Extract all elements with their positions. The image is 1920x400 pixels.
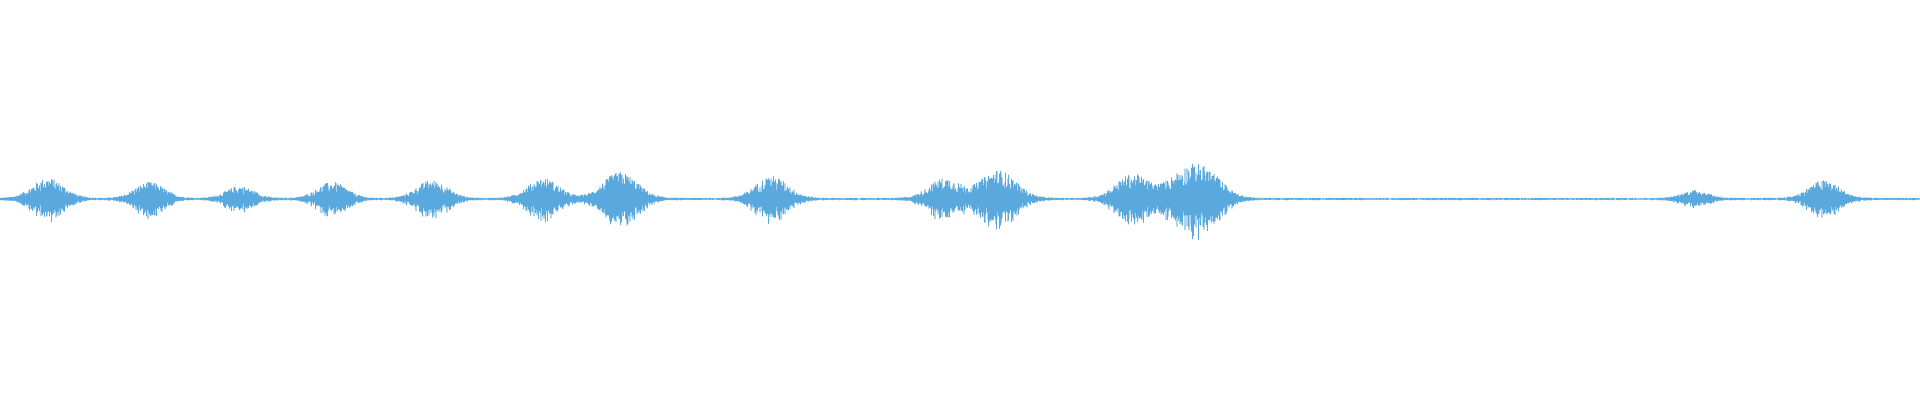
waveform-signal xyxy=(0,163,1920,240)
